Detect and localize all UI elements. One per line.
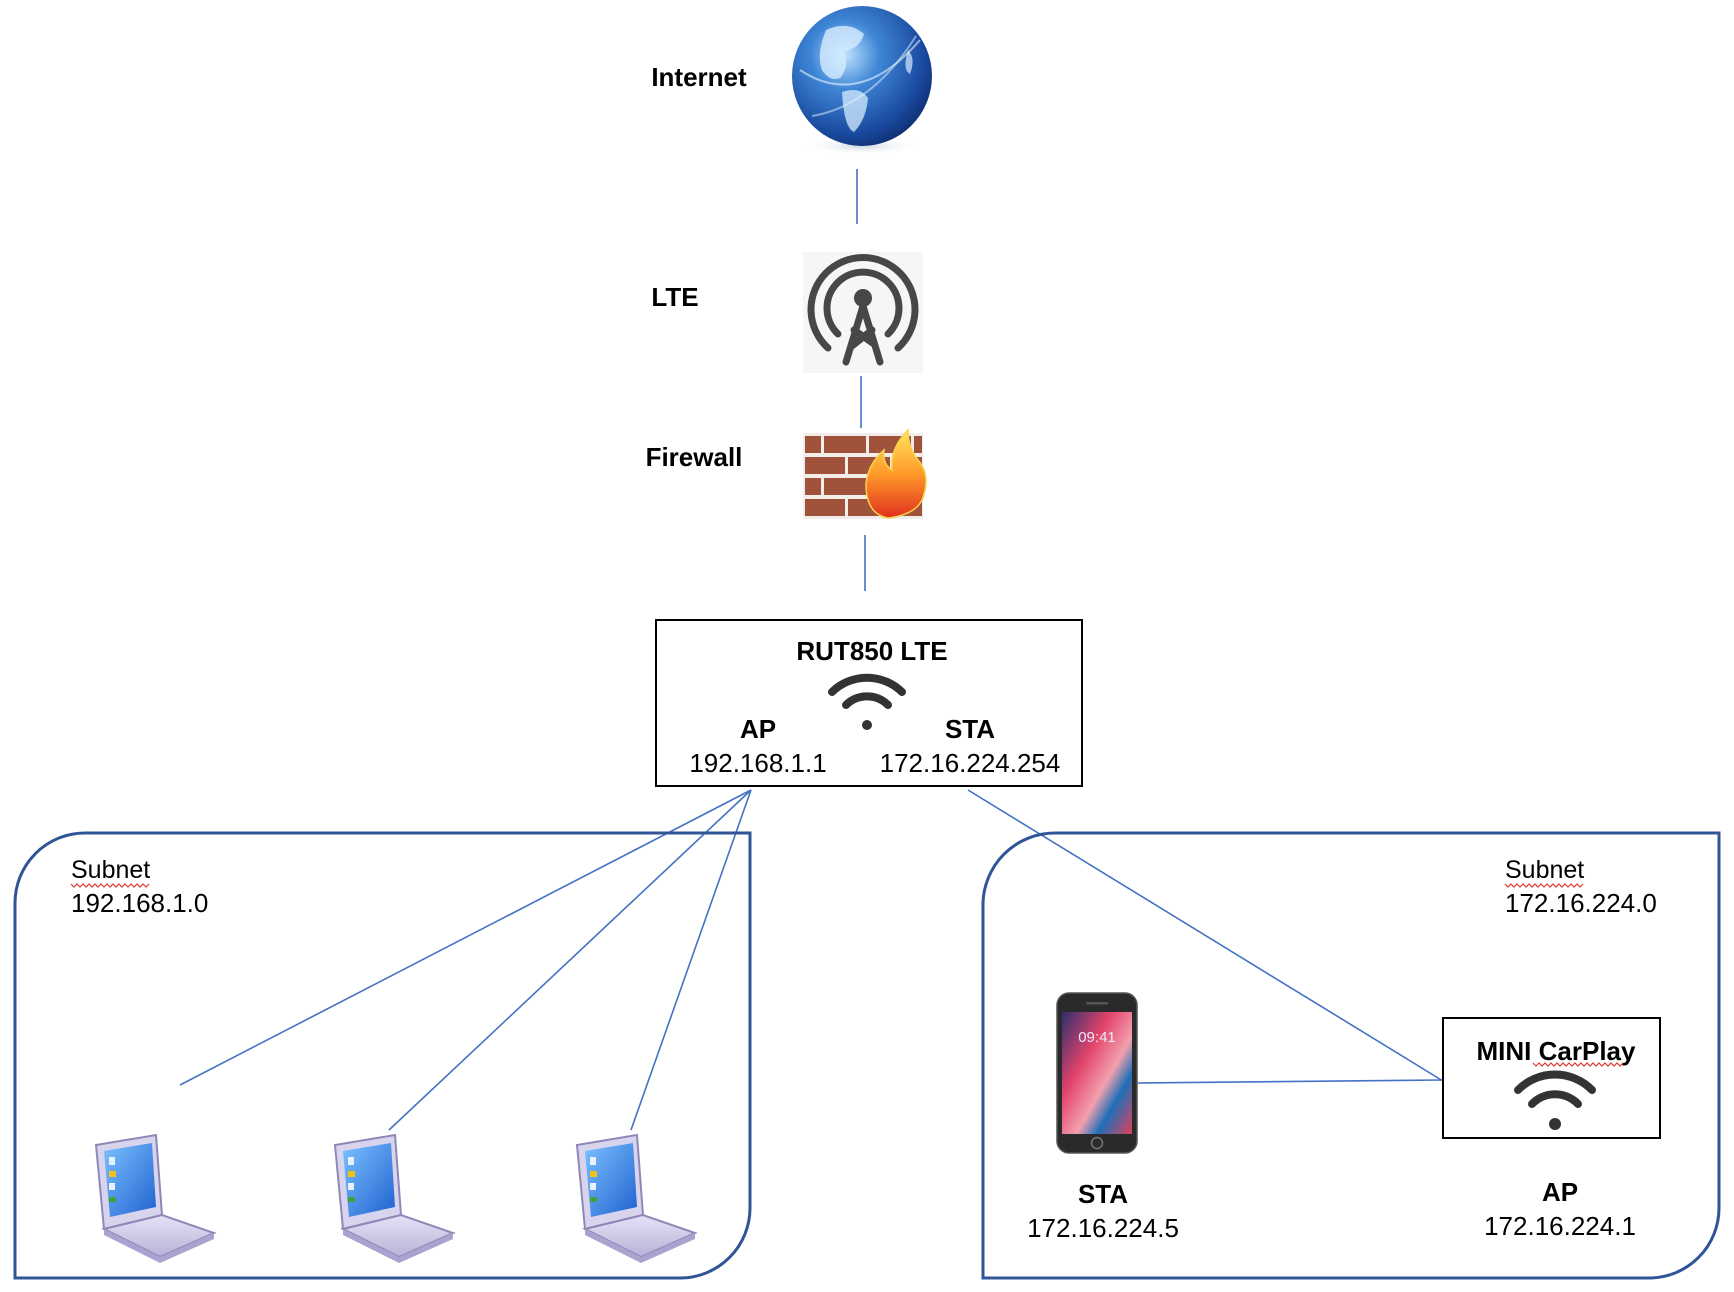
laptop-icon[interactable] [94,1133,217,1263]
phone-role-label: STA [1078,1179,1128,1209]
link-router-carplay [967,789,1444,1082]
carplay-ip: 172.16.224.1 [1484,1211,1636,1241]
link-phone-carplay [1137,1079,1444,1084]
right-subnet-label: Subnet [1505,856,1584,884]
wifi-icon [828,673,906,730]
router-sta-ip: 172.16.224.254 [880,748,1061,778]
internet-label: Internet [651,62,747,92]
carplay-title: MINI CarPlay [1477,1036,1636,1066]
firewall-icon [803,428,927,519]
router-title: RUT850 LTE [796,636,947,666]
laptop-icon[interactable] [333,1133,456,1263]
router-rut850[interactable]: RUT850 LTE AP 192.168.1.1 STA 172.16.224… [655,619,1083,787]
globe-icon [792,6,932,155]
spellcheck-underline [1504,883,1584,888]
router-box[interactable] [655,619,1083,787]
lte-label: LTE [651,282,698,312]
link-router-laptop-3 [630,789,752,1131]
right-subnet-container [981,831,1721,1280]
phone-lockscreen-time: 09:41 [1078,1029,1116,1046]
router-ap-label: AP [740,714,776,744]
spellcheck-underline [70,883,150,888]
left-subnet-network: 192.168.1.0 [71,888,208,918]
mini-carplay-device[interactable]: MINI CarPlay [1442,1017,1661,1139]
phone-ip: 172.16.224.5 [1027,1213,1179,1243]
carplay-role-label: AP [1542,1177,1578,1207]
flame-icon [865,428,927,519]
laptop-icon[interactable] [575,1133,698,1263]
links [179,169,1444,1131]
router-ap-ip: 192.168.1.1 [689,748,826,778]
left-subnet-label: Subnet [71,856,150,884]
link-router-laptop-1 [179,789,752,1086]
router-sta-label: STA [945,714,995,744]
left-subnet-container [13,831,752,1280]
wifi-icon [1514,1070,1596,1130]
smartphone-icon[interactable]: 09:41 [1056,992,1138,1154]
cell-tower-icon [803,252,923,373]
link-router-laptop-2 [388,789,752,1131]
right-subnet-network: 172.16.224.0 [1505,888,1657,918]
firewall-label: Firewall [646,442,743,472]
spellcheck-underline [1532,1062,1624,1067]
